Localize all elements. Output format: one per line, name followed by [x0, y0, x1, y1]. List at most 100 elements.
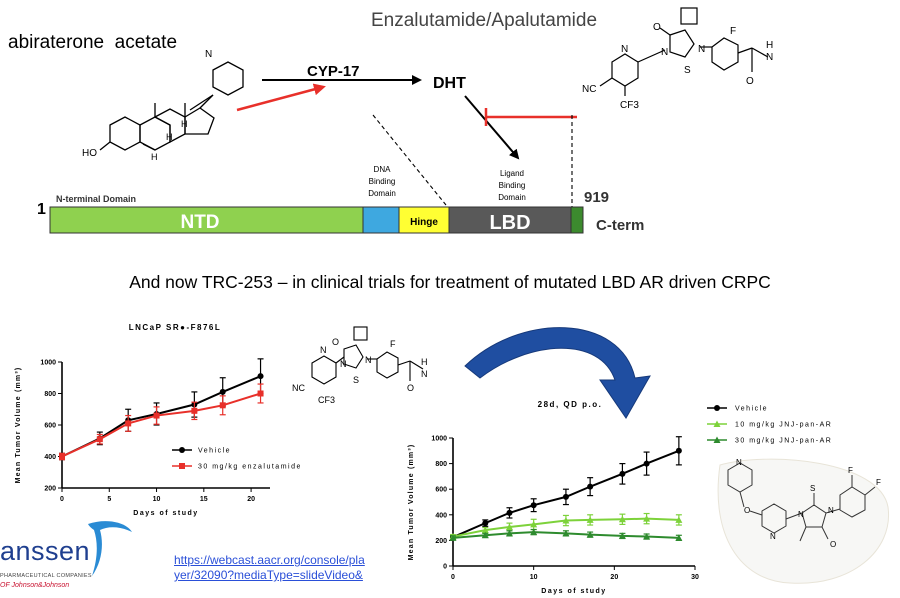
data-point — [481, 526, 489, 534]
data-point — [191, 407, 198, 414]
chart-title: LNCaP SR●-F876L — [129, 323, 222, 332]
data-point — [482, 520, 489, 527]
x-tick-label: 10 — [530, 574, 538, 581]
janssen-logo: anssen PHARMACEUTICAL COMPANIES OF Johns… — [0, 518, 135, 596]
data-point — [153, 412, 160, 419]
legend-label: Vehicle — [735, 406, 768, 413]
n-label-enza-3: N — [621, 44, 628, 55]
x-axis-label: Days of study — [133, 510, 198, 517]
legend-label: 30 mg/kg JNJ-pan-AR — [735, 438, 832, 445]
ligand-binding-label-1: Ligand — [500, 169, 524, 178]
f-label-p1: F — [848, 466, 853, 475]
data-point — [643, 533, 651, 540]
hinge-label: Hinge — [410, 217, 438, 228]
data-point — [530, 520, 538, 528]
data-point — [449, 534, 457, 541]
y-tick-label: 400 — [44, 454, 56, 461]
residue-919-label: 919 — [584, 189, 609, 206]
data-point — [618, 532, 626, 539]
f-label-enza: F — [730, 26, 736, 37]
dna-binding-label-1: DNA — [374, 165, 392, 174]
y-tick-label: 600 — [44, 423, 56, 430]
logo-subtext-2: OF Johnson&Johnson — [0, 582, 70, 589]
x-tick-label: 0 — [451, 574, 455, 581]
data-point — [675, 447, 682, 454]
x-tick-label: 5 — [107, 496, 111, 503]
abiraterone-label: abiraterone acetate — [8, 32, 178, 53]
enzalutamide-label: Enzalutamide/Apalutamide — [371, 10, 598, 31]
x-tick-label: 15 — [200, 496, 208, 503]
hn-label-s1: H — [421, 357, 428, 367]
logo-swoosh-icon — [88, 521, 132, 576]
n-label-p2: N — [770, 532, 776, 541]
ho-label: HO — [82, 148, 97, 159]
cf3-label-enza: CF3 — [620, 100, 639, 111]
y-tick-label: 600 — [435, 487, 447, 494]
s-label-enza: S — [684, 65, 691, 76]
n-label-p4: N — [828, 506, 834, 515]
y-tick-label: 200 — [435, 538, 447, 545]
webcast-link[interactable]: https://webcast.aacr.org/console/pla yer… — [174, 553, 365, 583]
data-point — [586, 516, 594, 523]
series-line — [61, 375, 261, 458]
n-label-enza-1: N — [661, 47, 668, 58]
data-point — [675, 516, 683, 523]
hn-label-enza: H — [766, 40, 773, 51]
o-label-s1: O — [332, 337, 339, 347]
n-label-enza-2: N — [698, 44, 705, 55]
cf3-label-s1: CF3 — [318, 395, 335, 405]
curved-arrow — [464, 327, 651, 419]
n-label-abir: N — [205, 49, 212, 60]
ar-domain-bar — [49, 206, 584, 234]
dna-binding-label-2: Binding — [369, 177, 396, 186]
y-tick-label: 800 — [44, 391, 56, 398]
legend-label: Vehicle — [198, 448, 231, 455]
data-point — [506, 509, 513, 516]
data-point — [530, 502, 537, 509]
y-tick-label: 200 — [44, 486, 56, 493]
o-label-enza: O — [653, 22, 661, 33]
f-label-s1: F — [390, 339, 396, 349]
data-point — [562, 529, 570, 537]
jnj-pan-ar-structure: N O N N S N O F F — [717, 458, 890, 584]
data-point — [125, 420, 132, 427]
f-label-p2: F — [876, 478, 881, 487]
ligand-binding-label-3: Domain — [498, 193, 526, 202]
legend-marker — [179, 447, 185, 453]
s-label-p1: S — [810, 484, 815, 493]
n-label-s3: N — [320, 345, 327, 355]
y-tick-label: 800 — [435, 461, 447, 468]
cterm-domain — [570, 206, 584, 234]
dht-label: DHT — [433, 75, 466, 92]
y-tick-label: 1000 — [431, 436, 447, 443]
x-axis-label: Days of study — [541, 588, 606, 595]
residue-1-label: 1 — [37, 201, 46, 218]
o-label-enza-2: O — [746, 76, 754, 87]
c-term-label: C-term — [596, 217, 644, 234]
headline: And now TRC-253 – in clinical trials for… — [129, 272, 771, 292]
data-point — [219, 402, 226, 409]
n-label-enza-4: N — [766, 52, 773, 63]
legend-marker — [713, 436, 721, 443]
lbd-label: LBD — [489, 212, 530, 234]
h-label-3: H — [181, 119, 188, 129]
hinge-domain — [398, 206, 450, 234]
data-point — [59, 453, 65, 460]
data-point — [675, 534, 683, 541]
logo-text: anssen — [0, 536, 91, 566]
legend-label: 10 mg/kg JNJ-pan-AR — [735, 422, 832, 429]
ligand-binding-label-2: Binding — [499, 181, 526, 190]
webcast-link-line1: https://webcast.aacr.org/console/pla — [174, 553, 365, 567]
chart-title: 28d, QD p.o. — [538, 400, 603, 409]
x-tick-label: 20 — [247, 496, 255, 503]
data-point — [505, 523, 513, 530]
trc253-structure-small: O N N N S F NC CF3 O H N — [292, 326, 428, 405]
data-point — [562, 517, 570, 524]
data-point — [481, 531, 489, 539]
lbd-domain — [448, 206, 572, 234]
x-tick-label: 30 — [691, 574, 699, 581]
ntd-domain — [49, 206, 364, 234]
